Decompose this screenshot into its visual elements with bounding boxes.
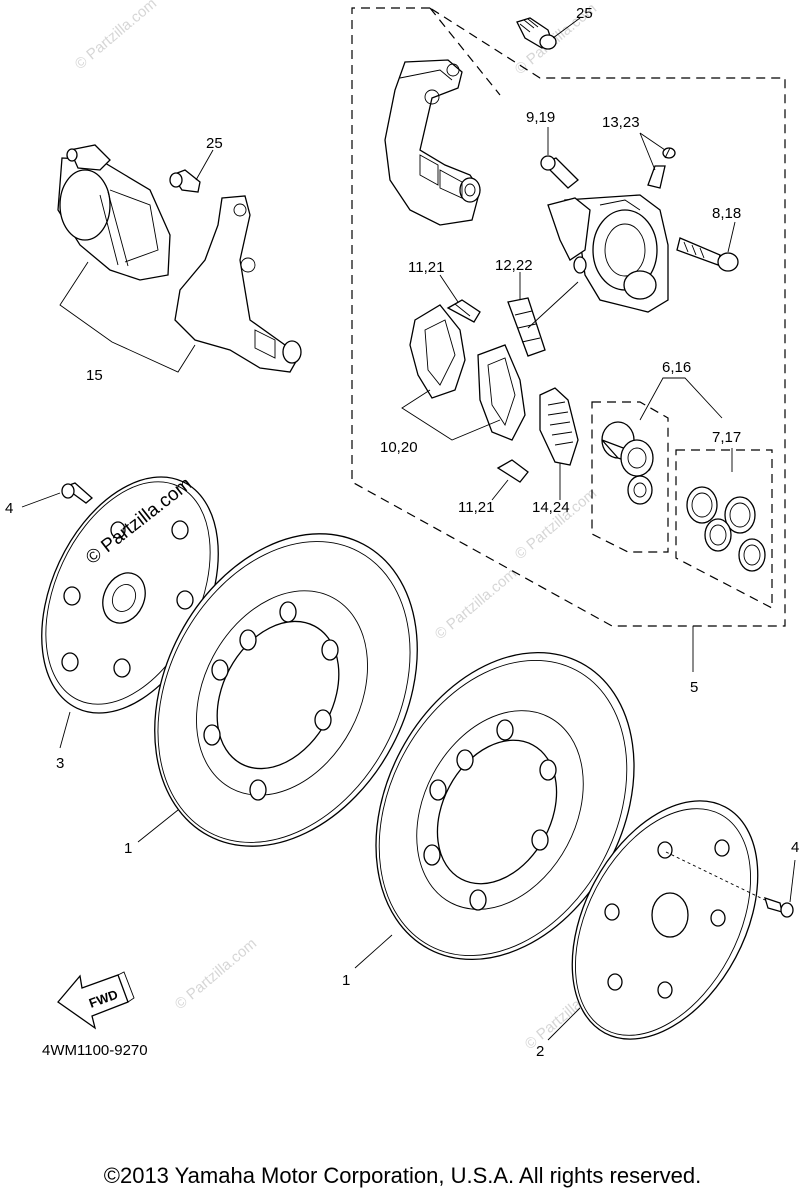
pad-spring-11-21-lower <box>496 459 529 483</box>
label-25: 25 <box>576 5 593 22</box>
pad-shim-12-22 <box>507 297 546 357</box>
brake-disc-1-right <box>375 651 635 961</box>
label-12-22: 12,22 <box>495 257 533 274</box>
label-7-17: 7,17 <box>712 429 741 446</box>
label-1-right: 1 <box>342 972 350 989</box>
label-15: 15 <box>86 367 103 384</box>
bolt-25-upper <box>516 17 557 50</box>
label-6-16: 6,16 <box>662 359 691 376</box>
bolt-4-right <box>665 851 794 918</box>
copyright-notice: ©2013 Yamaha Motor Corporation, U.S.A. A… <box>103 1163 702 1188</box>
label-14-24: 14,24 <box>532 499 570 516</box>
bolt-25-left <box>169 169 201 193</box>
label-4-left: 4 <box>5 500 13 517</box>
watermark: © Partzilla.com <box>72 0 160 73</box>
watermark: © Partzilla.com <box>432 565 520 643</box>
label-11-21-lower: 11,21 <box>458 499 494 516</box>
fwd-arrow-icon: FWD <box>57 971 135 1030</box>
label-1-left: 1 <box>124 840 132 857</box>
label-10-20: 10,20 <box>380 439 418 456</box>
slide-pin-9-19 <box>540 155 579 189</box>
label-25-left: 25 <box>206 135 223 152</box>
caliper-assembly-box <box>351 7 786 627</box>
diagram-code: 4WM1100-9270 <box>42 1042 148 1059</box>
label-11-21-upper: 11,21 <box>408 259 444 276</box>
caliper-assembly-15 <box>57 144 171 281</box>
watermark: © Partzilla.com <box>172 935 260 1013</box>
pistons-6-16 <box>601 421 654 505</box>
brake-disc-1-left <box>154 533 418 847</box>
label-8-18: 8,18 <box>712 205 741 222</box>
bolt-4-left <box>61 482 93 504</box>
bleeder-13-23 <box>647 147 676 189</box>
caliper-bracket-15 <box>174 195 302 373</box>
caliper-bracket-upper <box>384 59 481 226</box>
watermark: © Partzilla.com <box>512 485 600 563</box>
label-4-right: 4 <box>791 839 799 856</box>
pad-plate-14-24 <box>539 387 579 466</box>
label-9-19: 9,19 <box>526 109 555 126</box>
label-3: 3 <box>56 755 64 772</box>
bolt-8-18 <box>676 237 739 272</box>
label-5: 5 <box>690 679 698 696</box>
seals-7-17 <box>686 486 766 572</box>
brake-pad-10-20-b <box>477 344 526 441</box>
label-2: 2 <box>536 1043 544 1060</box>
label-13-23: 13,23 <box>602 114 640 131</box>
pad-spring-11-21-upper <box>446 299 481 323</box>
brake-pad-10-20-a <box>409 304 466 399</box>
caliper-body <box>547 194 669 313</box>
disc-cover-2 <box>571 800 759 1040</box>
